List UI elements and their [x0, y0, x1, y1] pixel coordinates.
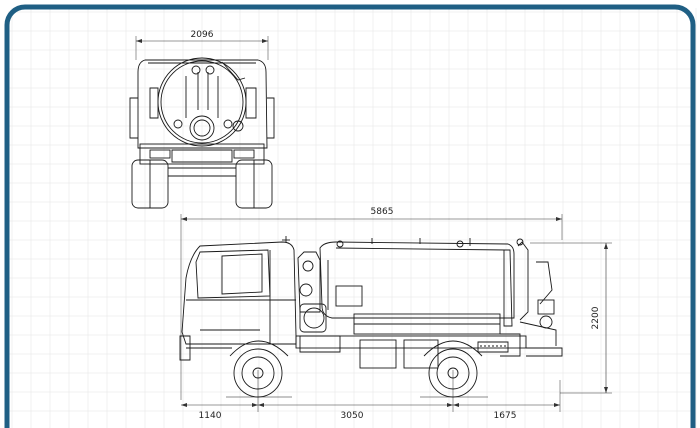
dim-front-width: 2096	[191, 30, 214, 40]
dim-rear-overhang: 1675	[494, 411, 517, 421]
side-view	[179, 214, 612, 412]
dim-front-overhang: 1140	[199, 411, 222, 421]
dim-overall-length: 5865	[371, 207, 394, 217]
dim-overall-height: 2200	[591, 306, 601, 329]
frame-border	[4, 4, 696, 428]
background-grid	[8, 8, 697, 428]
front-view	[129, 36, 275, 209]
dim-wheelbase: 3050	[341, 411, 364, 421]
